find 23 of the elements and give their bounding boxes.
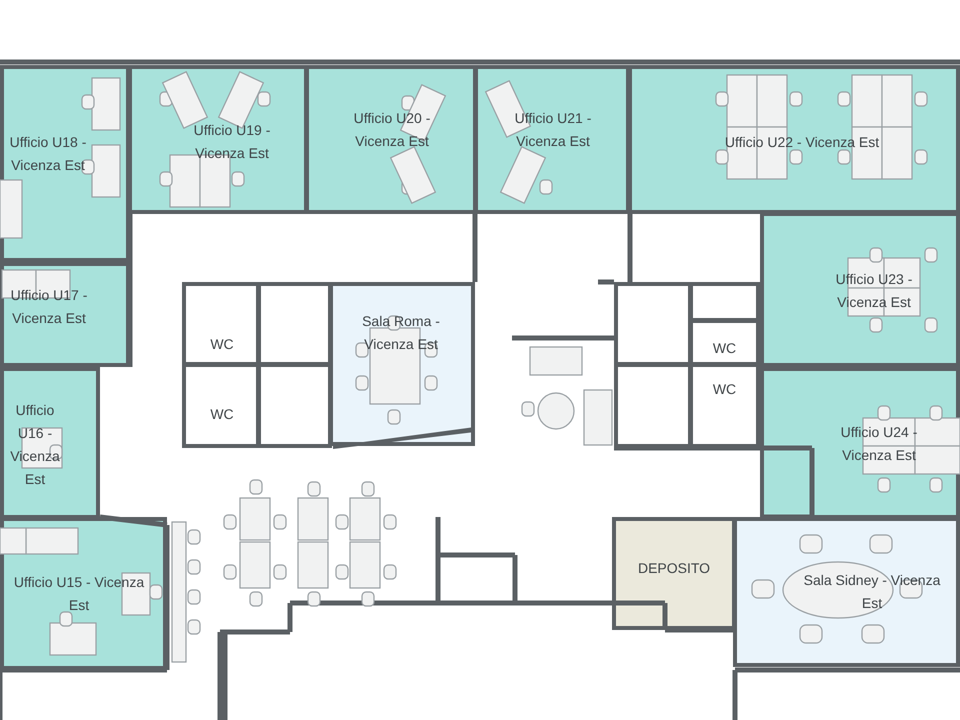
room-label: Ufficio U24 - Vicenza Est <box>840 423 918 465</box>
room-label: WC <box>712 380 738 399</box>
restroom <box>689 363 760 448</box>
room-label: WC <box>209 405 235 424</box>
room-label: Ufficio U22 - Vicenza Est <box>724 133 880 152</box>
room-label: Ufficio U17 - Vicenza Est <box>10 286 88 328</box>
room-label: WC <box>712 339 738 358</box>
room-label: Ufficio U23 - Vicenza Est <box>834 270 914 312</box>
room-label: Sala Sidney - Vicenza Est <box>802 571 942 613</box>
storage-room <box>612 517 736 630</box>
room-label: Ufficio U16 - Vicenza Est <box>9 401 61 489</box>
restroom <box>182 282 260 366</box>
room-label: Ufficio U15 - Vicenza Est <box>12 573 146 615</box>
room-label: WC <box>209 335 235 354</box>
restroom <box>689 319 760 366</box>
room-label: Ufficio U18 - Vicenza Est <box>8 133 88 175</box>
empty-room <box>689 282 760 322</box>
room-label: Ufficio U21 - Vicenza Est <box>514 109 592 151</box>
restroom <box>182 363 260 448</box>
room-label: Ufficio U20 - Vicenza Est <box>352 109 432 151</box>
room-label: DEPOSITO <box>636 559 712 578</box>
room-label: Sala Roma - Vicenza Est <box>361 312 441 354</box>
room-label: Ufficio U19 - Vicenza Est <box>192 121 272 163</box>
